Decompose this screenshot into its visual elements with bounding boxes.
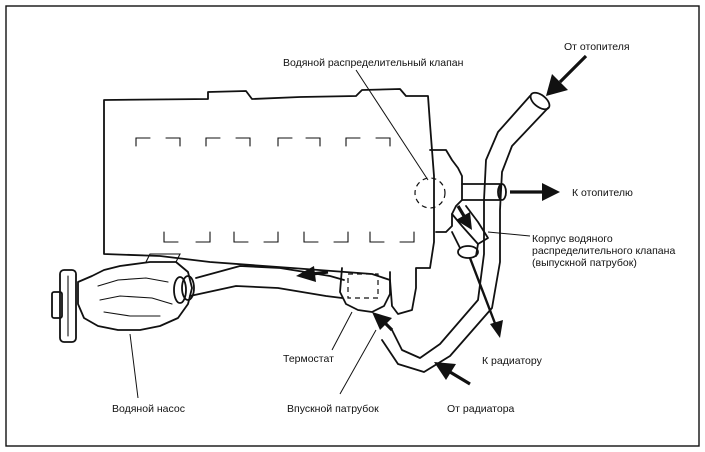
engine-block — [103, 88, 435, 315]
heater-return-pipe — [381, 91, 551, 373]
lower-port-marks — [163, 231, 415, 243]
label-housing-line2: распределительного клапана — [532, 245, 675, 257]
callout-labels: Водяной распределительный клапан От отоп… — [112, 41, 675, 415]
label-housing-line1: Корпус водяного — [532, 233, 613, 245]
label-to-radiator: К радиатору — [482, 355, 543, 367]
label-thermostat: Термостат — [283, 353, 334, 365]
valve-hidden-outline — [414, 177, 446, 209]
lower-water-pipe — [173, 265, 345, 304]
label-from-heater: От отопителя — [564, 41, 630, 53]
distribution-valve — [414, 149, 507, 259]
arrow-from-radiator — [434, 362, 471, 386]
label-to-heater: К отопителю — [572, 187, 633, 199]
thermostat-hidden-outline — [347, 273, 379, 299]
arrow-to-radiator — [468, 257, 503, 338]
upper-port-marks — [135, 137, 391, 147]
arrow-from-heater — [546, 54, 588, 96]
leader-lines — [129, 69, 531, 399]
arrow-into-engine — [296, 266, 329, 282]
flow-arrows — [296, 54, 588, 386]
label-water-pump: Водяной насос — [112, 403, 185, 415]
diagram-frame — [5, 5, 700, 447]
label-valve: Водяной распределительный клапан — [283, 57, 464, 69]
arrow-inlet — [372, 312, 394, 332]
label-inlet: Впускной патрубок — [287, 403, 379, 415]
water-pump — [51, 253, 193, 343]
arrow-valve-down — [456, 205, 472, 230]
arrow-to-heater — [510, 183, 560, 201]
thermostat-housing — [339, 267, 391, 313]
label-from-radiator: От радиатора — [447, 403, 515, 415]
label-housing-line3: (выпускной патрубок) — [532, 257, 637, 269]
